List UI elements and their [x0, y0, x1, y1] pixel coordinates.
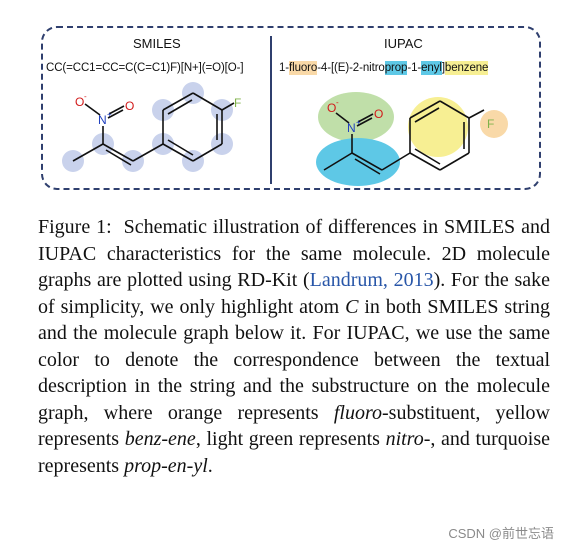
iupac-string: 1-fluoro-4-[(E)-2-nitroprop-1-enyl]benze…: [279, 61, 489, 75]
caption-term-benzene: benz-ene: [124, 428, 196, 450]
iupac-part-locant-2: -4-[(E)-2-: [317, 62, 363, 74]
caption-text-1: Schematic illustration of differences in…: [38, 216, 550, 291]
smiles-string: CC(=CC1=CC=C(C=C1)F)[N+](=O)[O-]: [46, 62, 244, 74]
oxygen-top-label: O: [327, 101, 336, 115]
nitrogen-charge: +: [356, 118, 361, 127]
caption-term-propenyl: prop-en-yl: [124, 454, 208, 477]
fluorine-label: F: [487, 117, 494, 131]
caption-text-4: substituent, yellow represents: [38, 401, 550, 451]
iupac-part-locant-3: -1-: [407, 62, 422, 74]
bonds: [72, 92, 235, 166]
oxygen-right-label: O: [374, 107, 383, 121]
oxygen-right-label: O: [125, 99, 134, 113]
caption-text-6: , and turquoise represents: [38, 428, 550, 477]
iupac-part-fluoro: fluoro: [289, 61, 318, 75]
iupac-part-nitro: nitro: [362, 62, 385, 74]
citation-link[interactable]: Landrum, 2013: [309, 269, 434, 291]
nitrogen-label: N: [98, 113, 107, 127]
fluoro-highlight: [480, 110, 508, 138]
iupac-part-benzene: benzene: [444, 61, 489, 75]
iupac-molecule-graph: N + O O - F: [316, 92, 508, 186]
atom-labels: N + O O - F: [75, 92, 241, 127]
benzene-highlight: [408, 97, 468, 157]
caption-atom: C: [345, 295, 359, 318]
caption-term-nitro: nitro-: [385, 428, 431, 450]
nitrogen-charge: +: [107, 110, 112, 119]
citation-author: Landrum: [309, 269, 383, 291]
caption-text-3: in both SMILES string and the molecule g…: [38, 295, 550, 424]
caption-term-fluoro: fluoro-: [333, 401, 389, 424]
caption-text-5: , light green represents: [195, 428, 386, 450]
iupac-title: IUPAC: [384, 36, 423, 51]
caption-text-2: ). For the sake of simplicity, we only h…: [38, 269, 551, 318]
nitro-highlight: [318, 92, 394, 142]
propenyl-highlight: [316, 138, 400, 186]
bonds: [323, 100, 485, 175]
oxygen-top-label: O: [75, 95, 84, 109]
iupac-part-prop: prop: [384, 61, 408, 75]
substructure-highlights: [316, 92, 508, 186]
nitrogen-label: N: [347, 121, 356, 135]
caption-text-7: .: [207, 454, 213, 477]
figure-frame: [41, 26, 541, 190]
smiles-molecule-graph: N + O O - F: [62, 82, 241, 172]
watermark: CSDN @前世忘语: [448, 526, 554, 541]
iupac-part-locant-1: 1-: [279, 62, 290, 74]
fluorine-label: F: [234, 96, 241, 110]
figure-caption: Figure 1: Schematic illustration of diff…: [38, 214, 550, 479]
panel-divider: [270, 36, 272, 184]
oxygen-top-charge: -: [84, 92, 87, 101]
caption-label: Figure 1:: [38, 216, 112, 238]
iupac-part-bracket: ]: [441, 62, 445, 74]
citation-year: 2013: [393, 269, 434, 291]
atom-labels: N + O O - F: [327, 98, 494, 135]
oxygen-top-charge: -: [336, 98, 339, 107]
iupac-part-enyl: enyl: [421, 61, 442, 75]
smiles-title: SMILES: [133, 36, 181, 51]
